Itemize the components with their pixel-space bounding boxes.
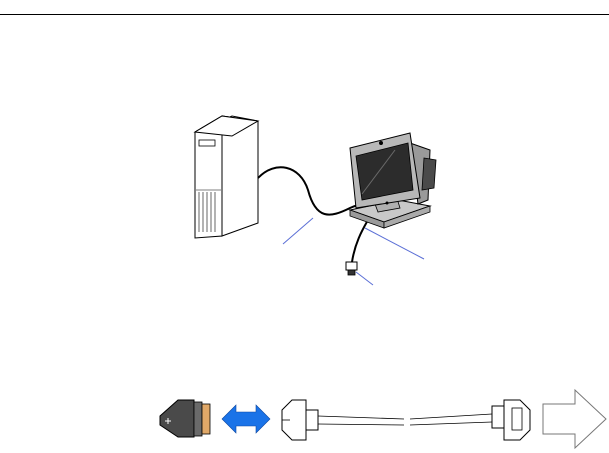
direction-arrow bbox=[542, 388, 607, 450]
power-connector bbox=[345, 261, 358, 276]
callout-line-power bbox=[355, 271, 374, 286]
callout-line-cable bbox=[282, 217, 314, 245]
data-cable bbox=[257, 166, 369, 216]
connector-detail bbox=[159, 388, 607, 450]
touchscreen-terminal bbox=[348, 132, 437, 229]
pc-tower bbox=[193, 115, 260, 239]
top-rule bbox=[0, 14, 609, 15]
extension-cable bbox=[281, 399, 531, 441]
db-connector bbox=[159, 399, 211, 438]
callout-line-terminal bbox=[364, 227, 425, 260]
bidirectional-arrow bbox=[221, 404, 271, 434]
